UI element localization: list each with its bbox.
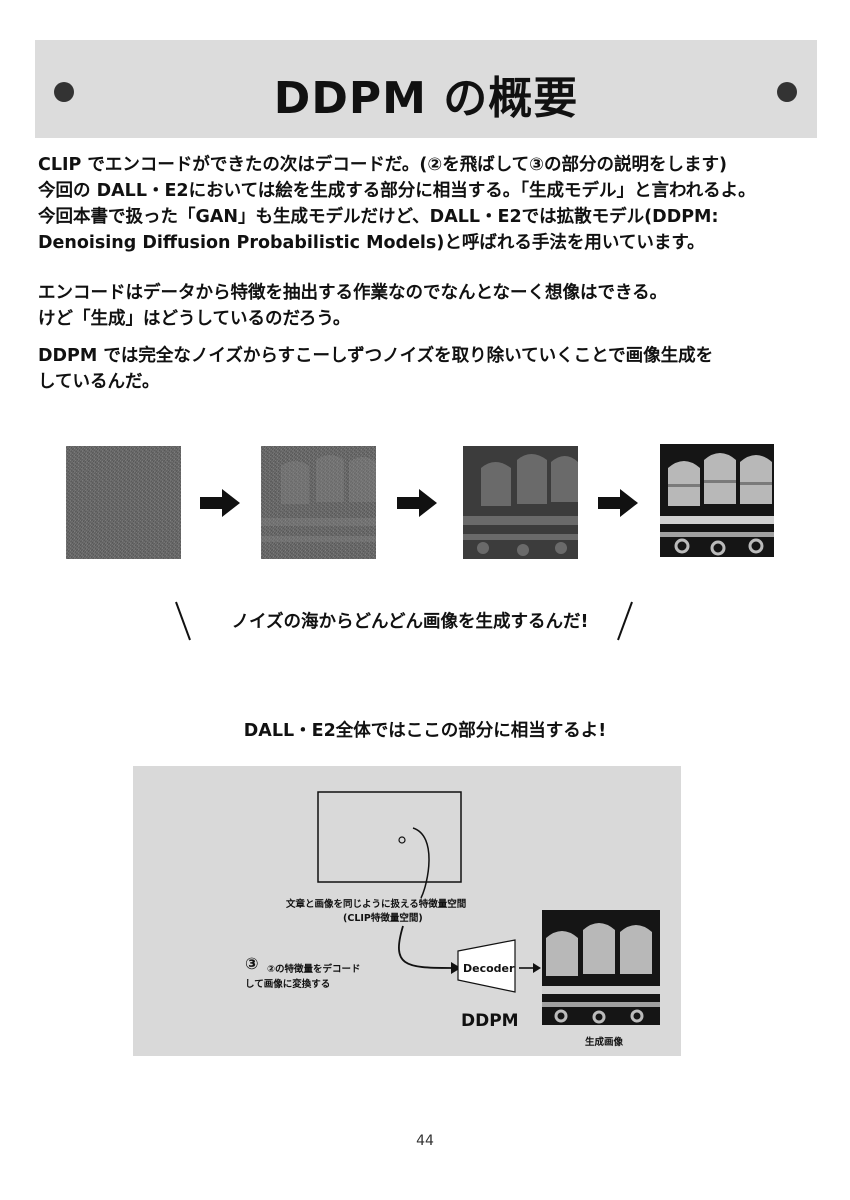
- bullet-dot-left: [54, 82, 74, 102]
- decoder-block: [457, 939, 516, 993]
- faint-bells-image: [261, 455, 376, 542]
- page-title: DDPM の概要: [273, 73, 579, 124]
- feature-space-label: 文章と画像を同じように扱える特徴量空間: [286, 899, 467, 910]
- slogan-marks: [175, 601, 633, 641]
- bells-photo: [660, 444, 774, 557]
- title-banner: DDPM の概要: [35, 40, 817, 138]
- arrow-right-icon: [397, 489, 437, 517]
- slogan-text: ノイズの海からどんどん画像を生成するんだ!: [231, 612, 589, 632]
- bullet-dot-right: [777, 82, 797, 102]
- partial-bells-image: [463, 446, 578, 559]
- arrow-right-icon: [598, 489, 638, 517]
- encode-question-paragraph: エンコードはデータから特徴を抽出する作業なのでなんとなーく想像はできる。 けど「…: [38, 283, 668, 329]
- arrow-right-icon: [200, 489, 240, 517]
- noise-image-step-2: [261, 446, 376, 559]
- step-text-line2: して画像に変換する: [245, 979, 331, 990]
- noise-image-step-1: [66, 446, 181, 559]
- page-number: 44: [416, 1133, 434, 1149]
- flow-arrow: [398, 925, 452, 969]
- feature-space-box: [317, 791, 462, 883]
- feature-space-sublabel: (CLIP特徴量空間): [343, 913, 423, 924]
- slogan-callout: ノイズの海からどんどん画像を生成するんだ!: [170, 598, 650, 648]
- diagram-heading: DALL・E2全体ではここの部分に相当するよ!: [243, 721, 607, 741]
- noise-image-step-3: [463, 446, 578, 559]
- decoder-label: Decoder: [463, 962, 515, 975]
- output-caption: 生成画像: [585, 1037, 624, 1048]
- intro-paragraph: CLIP でエンコードができたの次はデコードだ。(②を飛ばして③の部分の説明をし…: [38, 155, 756, 253]
- step-marker: ③: [245, 954, 259, 973]
- generated-bells-image: [660, 444, 774, 557]
- ddpm-explanation-paragraph: DDPM では完全なノイズからすこーしずつノイズを取り除いていくことで画像生成を…: [38, 346, 714, 392]
- step-text-line1: ②の特徴量をデコード: [267, 964, 361, 975]
- ddpm-label: DDPM: [461, 1011, 519, 1031]
- dalle2-diagram: 文章と画像を同じように扱える特徴量空間 (CLIP特徴量空間) ③ ②の特徴量を…: [133, 766, 681, 1056]
- diagram-graphics: [317, 791, 660, 1025]
- feature-point: [398, 836, 406, 844]
